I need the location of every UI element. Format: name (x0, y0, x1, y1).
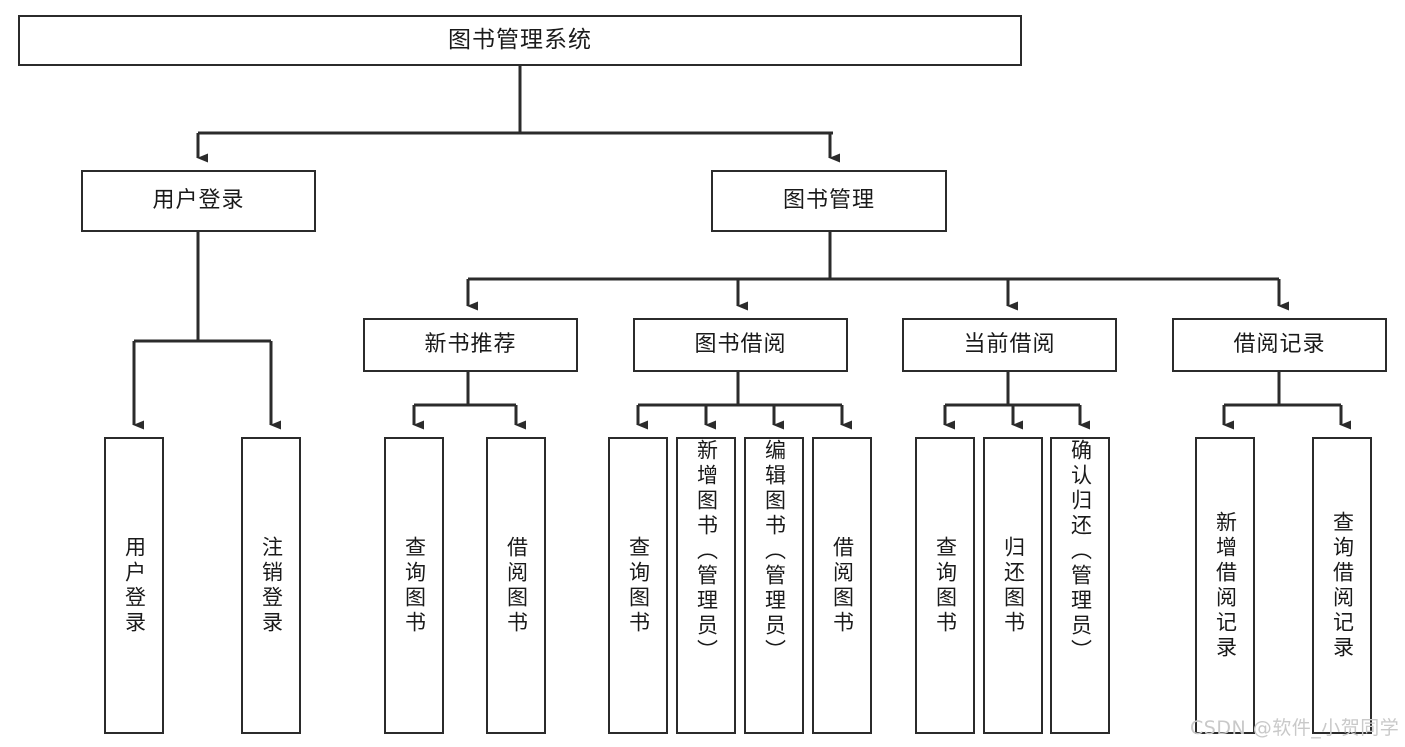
node-leaf-edit-book-admin[interactable]: 编辑图书（管理员） (744, 437, 804, 734)
node-leaf-return-book-label: 归还图书 (1001, 535, 1026, 636)
node-leaf-return-book[interactable]: 归还图书 (983, 437, 1043, 734)
node-leaf-add-borrow-record[interactable]: 新增借阅记录 (1195, 437, 1255, 734)
node-current-borrow-label: 当前借阅 (963, 332, 1056, 358)
node-leaf-query-book-current[interactable]: 查询图书 (915, 437, 975, 734)
node-leaf-borrow-book-newbook[interactable]: 借阅图书 (486, 437, 546, 734)
node-new-book-recommend[interactable]: 新书推荐 (363, 318, 578, 372)
node-leaf-user-login-label: 用户登录 (122, 535, 147, 636)
node-book-management[interactable]: 图书管理 (711, 170, 947, 232)
node-user-login[interactable]: 用户登录 (81, 170, 316, 232)
node-leaf-query-book-newbook[interactable]: 查询图书 (384, 437, 444, 734)
node-leaf-add-borrow-record-label: 新增借阅记录 (1213, 510, 1238, 661)
node-leaf-query-book-borrow[interactable]: 查询图书 (608, 437, 668, 734)
node-leaf-logout-label: 注销登录 (259, 535, 284, 636)
node-leaf-query-book-borrow-label: 查询图书 (626, 535, 651, 636)
node-leaf-query-borrow-record-label: 查询借阅记录 (1330, 510, 1355, 661)
node-user-login-label: 用户登录 (152, 188, 245, 214)
node-root-label: 图书管理系统 (448, 26, 592, 53)
node-leaf-logout[interactable]: 注销登录 (241, 437, 301, 734)
node-leaf-query-book-current-label: 查询图书 (933, 535, 958, 636)
node-leaf-confirm-return-admin[interactable]: 确认归还（管理员） (1050, 437, 1110, 734)
node-leaf-borrow-book-borrow[interactable]: 借阅图书 (812, 437, 872, 734)
node-borrow-records[interactable]: 借阅记录 (1172, 318, 1387, 372)
node-current-borrow[interactable]: 当前借阅 (902, 318, 1117, 372)
node-book-management-label: 图书管理 (782, 188, 875, 214)
node-borrow-records-label: 借阅记录 (1233, 332, 1326, 358)
node-book-borrow[interactable]: 图书借阅 (633, 318, 848, 372)
node-leaf-borrow-book-newbook-label: 借阅图书 (504, 535, 529, 636)
node-leaf-add-book-admin-label: 新增图书（管理员） (694, 439, 719, 664)
node-leaf-confirm-return-admin-label: 确认归还（管理员） (1068, 439, 1093, 664)
node-leaf-query-borrow-record[interactable]: 查询借阅记录 (1312, 437, 1372, 734)
node-leaf-edit-book-admin-label: 编辑图书（管理员） (762, 439, 787, 664)
node-leaf-query-book-newbook-label: 查询图书 (402, 535, 427, 636)
node-new-book-recommend-label: 新书推荐 (424, 332, 517, 358)
node-root[interactable]: 图书管理系统 (18, 15, 1022, 66)
node-leaf-add-book-admin[interactable]: 新增图书（管理员） (676, 437, 736, 734)
node-leaf-user-login[interactable]: 用户登录 (104, 437, 164, 734)
node-book-borrow-label: 图书借阅 (694, 332, 787, 358)
node-leaf-borrow-book-borrow-label: 借阅图书 (830, 535, 855, 636)
